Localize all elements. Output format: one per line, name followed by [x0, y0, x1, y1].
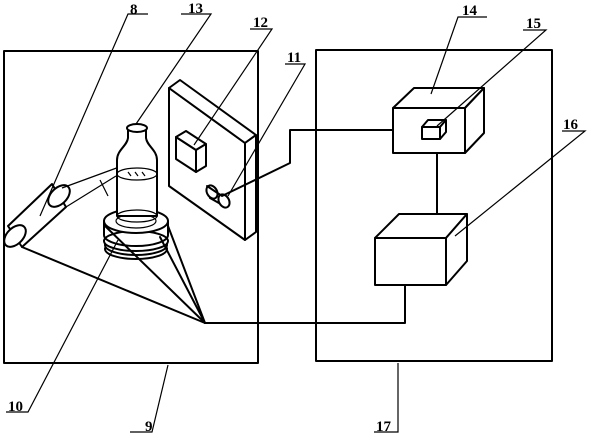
label-14: 14: [462, 3, 478, 19]
light-source-8: [3, 183, 71, 248]
leader-lines: [6, 13, 587, 433]
unit-16: [374, 213, 468, 286]
component-11-camera: [205, 184, 231, 209]
left-enclosure: [3, 50, 259, 364]
right-enclosure: [315, 49, 553, 362]
label-9: 9: [145, 419, 153, 435]
label-13: 13: [188, 1, 203, 17]
component-15: [421, 119, 447, 140]
label-11: 11: [287, 50, 301, 66]
label-17: 17: [376, 419, 392, 435]
label-10: 10: [8, 399, 23, 415]
label-8: 8: [130, 2, 138, 18]
label-16: 16: [563, 117, 579, 133]
sensor-cable: [204, 284, 406, 324]
camera-cable: [221, 129, 394, 197]
cone-lines: [21, 224, 206, 324]
label-12: 12: [253, 15, 268, 31]
component-12-block: [175, 130, 207, 173]
label-15: 15: [526, 16, 541, 32]
light-beam: [61, 165, 123, 208]
bottle-13: [116, 123, 158, 223]
